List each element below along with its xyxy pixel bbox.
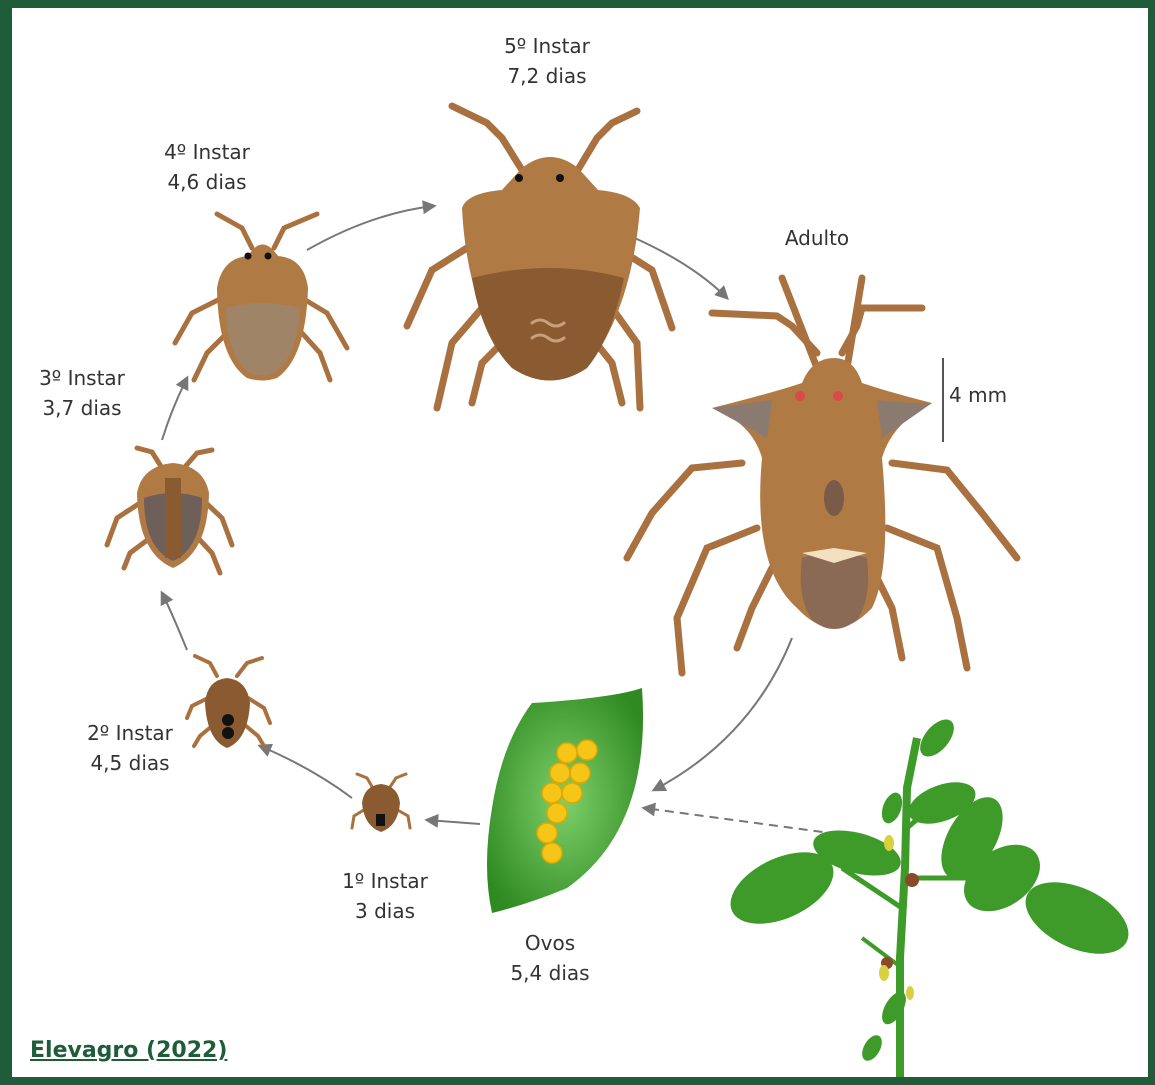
instar5-name: 5º Instar (482, 31, 612, 61)
egg-name: Ovos (485, 928, 615, 958)
arrow-3-to-4 (162, 378, 187, 440)
arrow-2-to-3 (162, 593, 187, 650)
instar4-duration: 4,6 dias (142, 167, 272, 197)
instar3-name: 3º Instar (12, 363, 152, 393)
diagram-panel: 5º Instar 7,2 dias 4º Instar 4,6 dias Ad… (12, 8, 1148, 1077)
instar2-name: 2º Instar (60, 718, 200, 748)
instar4-label: 4º Instar 4,6 dias (142, 137, 272, 197)
instar4-name: 4º Instar (142, 137, 272, 167)
arrow-4-to-5 (307, 206, 434, 250)
instar4-bug (175, 214, 347, 381)
egg-label: Ovos 5,4 dias (485, 928, 615, 988)
arrow-adult-to-egg (654, 638, 792, 790)
adult-label: Adulto (757, 223, 877, 253)
instar1-label: 1º Instar 3 dias (320, 866, 450, 926)
soybean-plant (719, 713, 1139, 1077)
arrow-1-to-2 (260, 746, 352, 798)
instar3-label: 3º Instar 3,7 dias (12, 363, 152, 423)
instar2-duration: 4,5 dias (60, 748, 200, 778)
adult-bug (627, 278, 1017, 673)
instar5-duration: 7,2 dias (482, 61, 612, 91)
instar2-label: 2º Instar 4,5 dias (60, 718, 200, 778)
instar5-bug (407, 106, 672, 408)
instar1-duration: 3 dias (320, 896, 450, 926)
instar3-duration: 3,7 dias (12, 393, 152, 423)
egg-duration: 5,4 dias (485, 958, 615, 988)
source-credit: Elevagro (2022) (30, 1038, 227, 1063)
scale-label: 4 mm (949, 380, 1019, 410)
instar1-bug (352, 774, 410, 832)
instar5-label: 5º Instar 7,2 dias (482, 31, 612, 91)
arrow-egg-to-1 (427, 820, 480, 824)
egg-leaf (487, 688, 643, 913)
instar1-name: 1º Instar (320, 866, 450, 896)
adult-name: Adulto (757, 223, 877, 253)
instar3-bug (107, 448, 232, 573)
